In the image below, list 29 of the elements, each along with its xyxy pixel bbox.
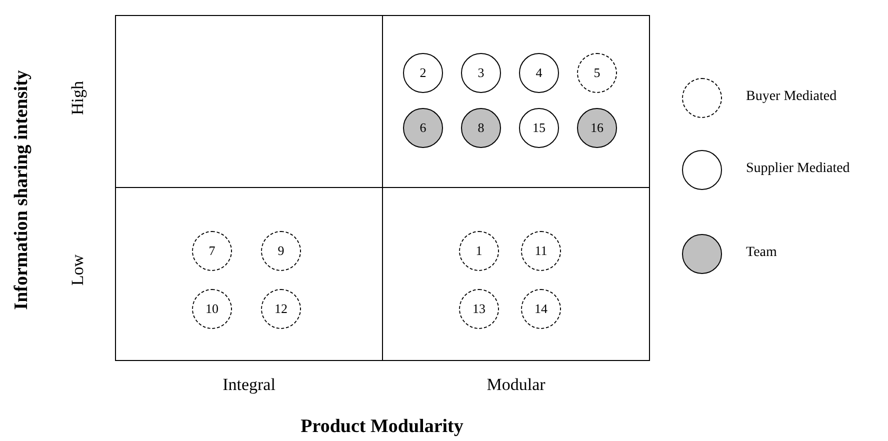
circle-node: 9 [261, 231, 301, 271]
circle-node: 2 [403, 53, 443, 93]
circle-node: 16 [577, 108, 617, 148]
circle-node: 14 [521, 289, 561, 329]
axis-title: Information sharing intensity [11, 70, 33, 310]
circle-node: 10 [192, 289, 232, 329]
axis-label: High [68, 81, 88, 115]
quadrant-box [382, 187, 650, 361]
circle-node: 11 [521, 231, 561, 271]
circle-node: 4 [519, 53, 559, 93]
legend-label: Supplier Mediated [746, 161, 850, 177]
axis-title: Product Modularity [300, 416, 464, 438]
axis-label: Integral [222, 375, 276, 395]
legend-label: Team [746, 245, 777, 261]
circle-node: 12 [261, 289, 301, 329]
quadrant-box [382, 15, 650, 188]
quadrant-box [115, 187, 383, 361]
axis-label: Low [68, 254, 88, 286]
axis-label: Modular [486, 375, 546, 395]
circle-node: 13 [459, 289, 499, 329]
circle-node: 3 [461, 53, 501, 93]
circle-node: 6 [403, 108, 443, 148]
circle-node: 15 [519, 108, 559, 148]
circle-node: 7 [192, 231, 232, 271]
circle-node: 1 [459, 231, 499, 271]
circle-node: 5 [577, 53, 617, 93]
circle-node: 8 [461, 108, 501, 148]
legend-label: Buyer Mediated [746, 89, 837, 105]
quadrant-box [115, 15, 383, 188]
